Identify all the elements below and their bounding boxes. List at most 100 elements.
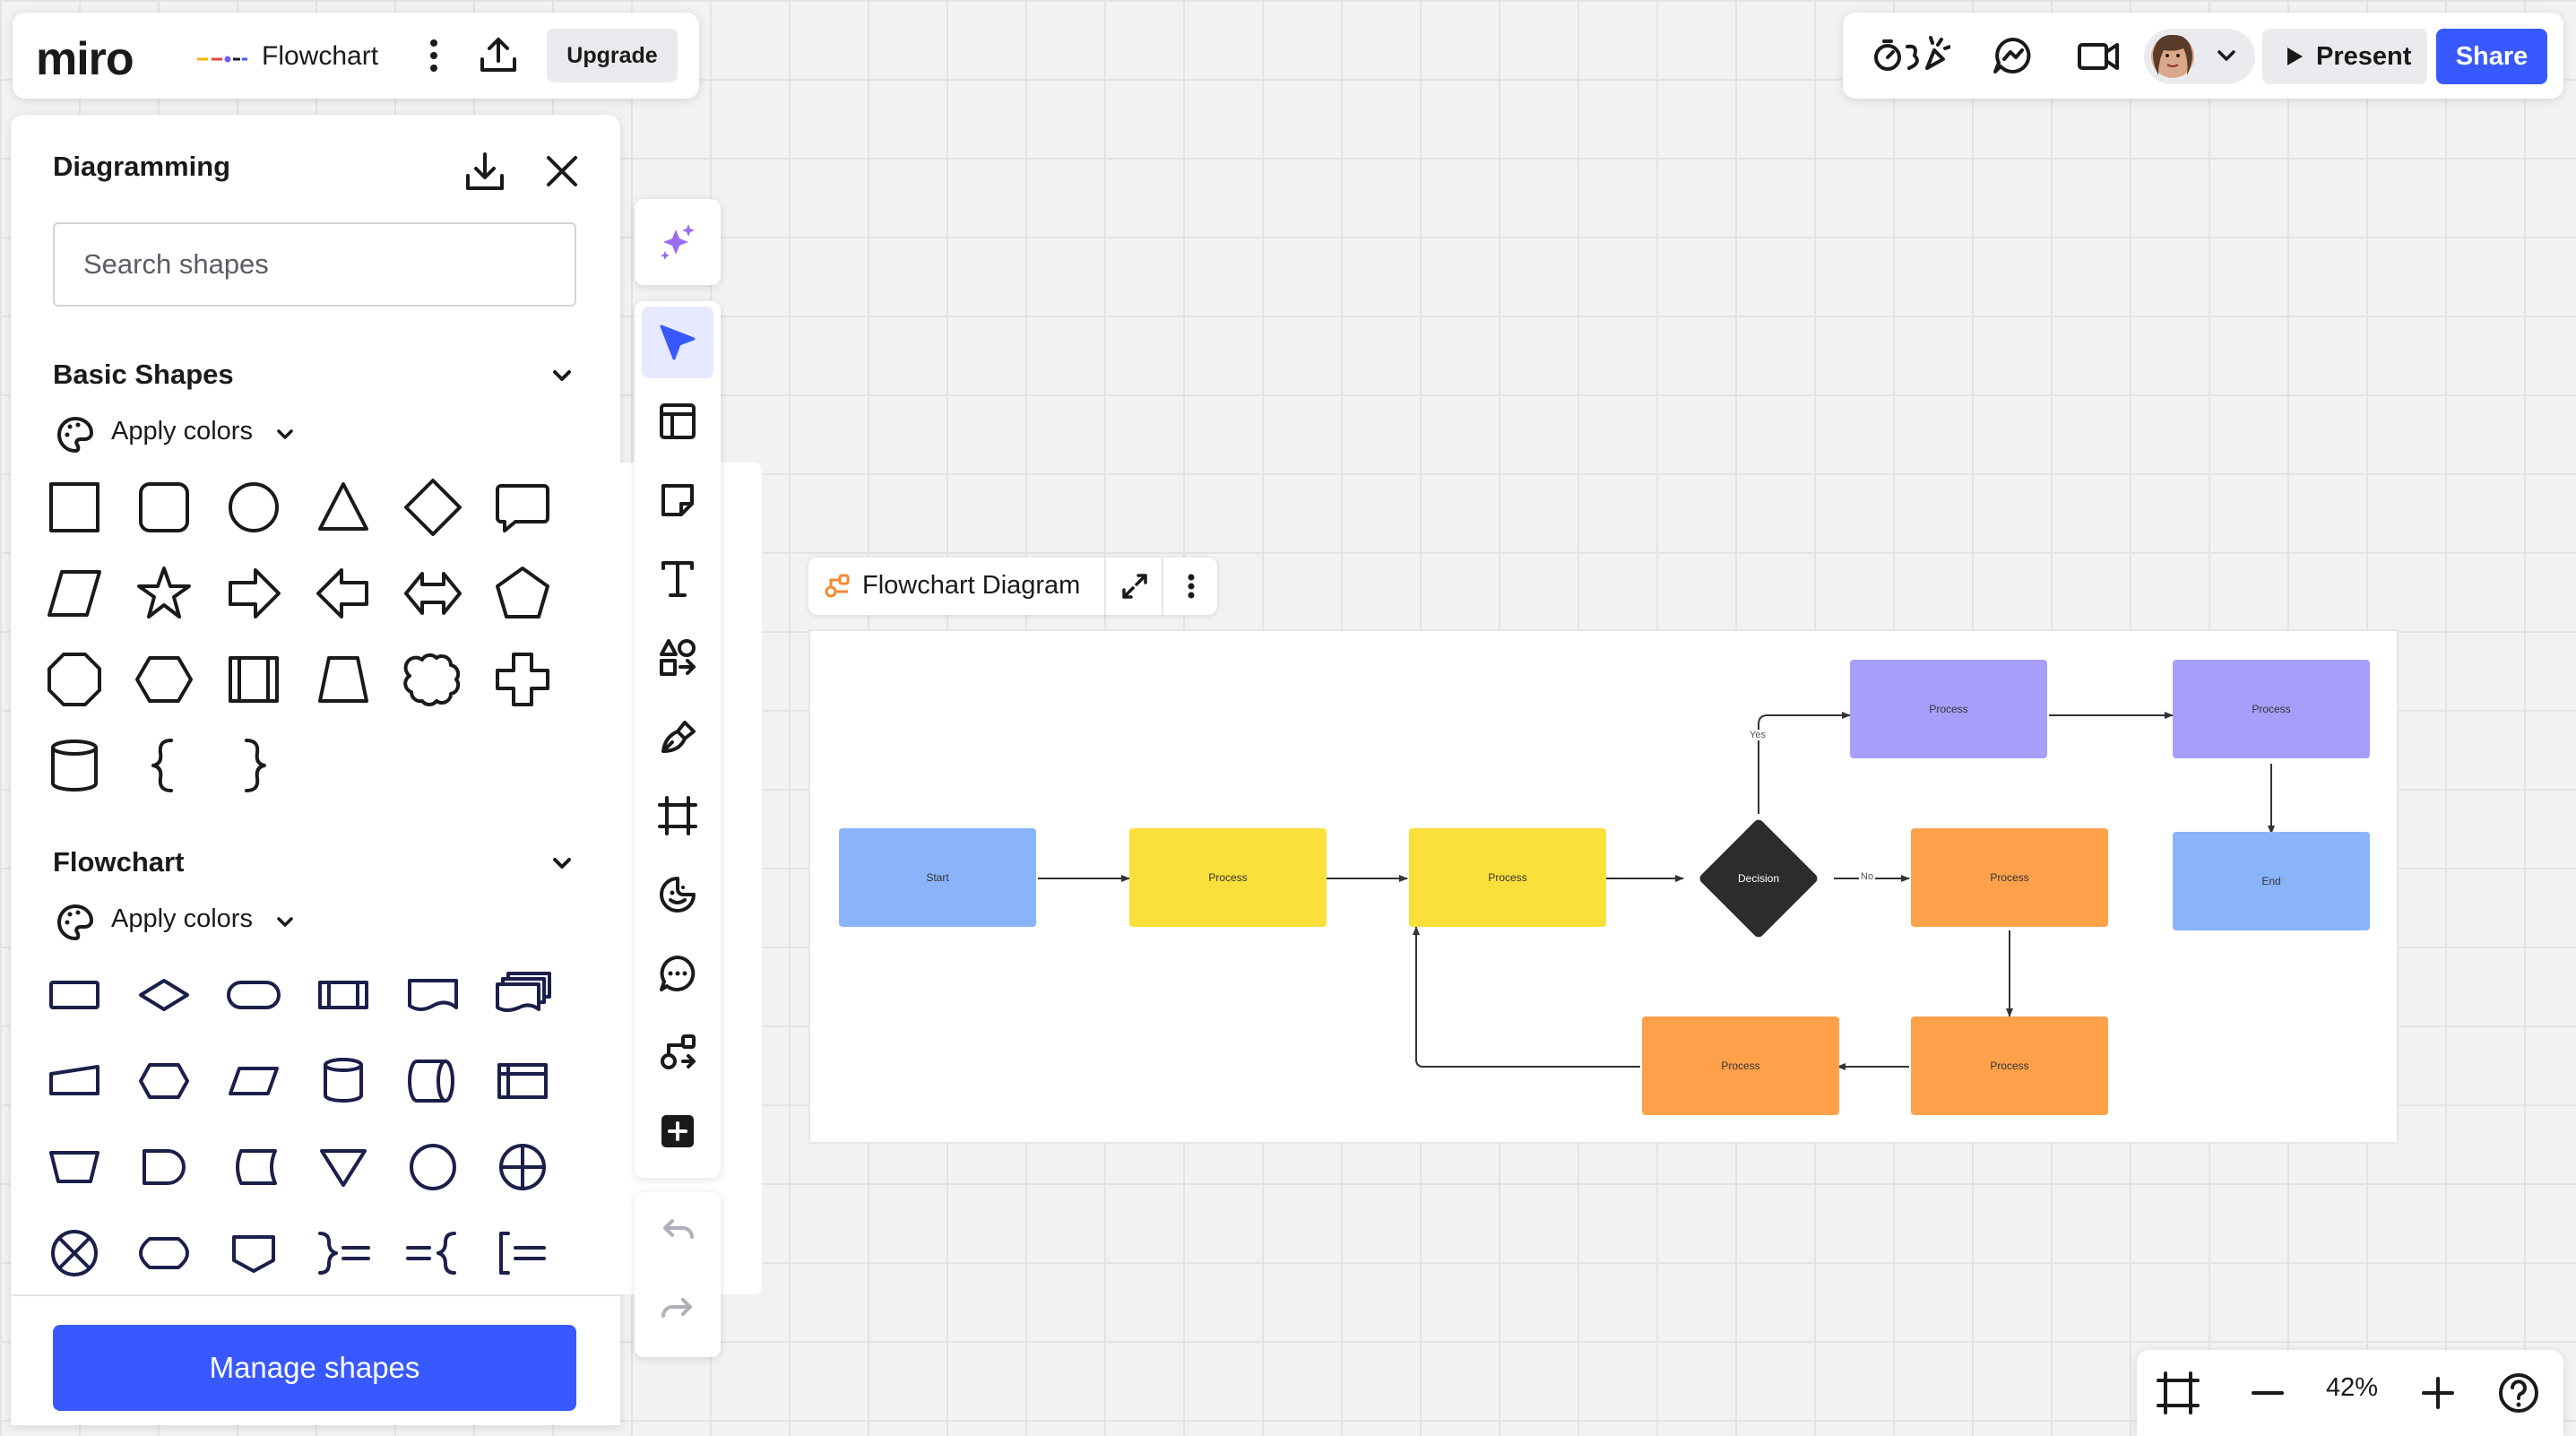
flowchart-connector-icon[interactable] bbox=[401, 1135, 465, 1199]
miro-logo[interactable]: miro bbox=[36, 33, 134, 85]
frame-tool-button[interactable] bbox=[642, 780, 713, 852]
text-tool-button[interactable] bbox=[642, 543, 713, 615]
close-panel-button[interactable] bbox=[538, 147, 586, 195]
zoom-in-button[interactable] bbox=[2413, 1368, 2463, 1418]
flowchart-node-process[interactable]: Process bbox=[1642, 1016, 1839, 1115]
flowchart-process-icon[interactable] bbox=[42, 963, 107, 1027]
flowchart-node-process[interactable]: Process bbox=[1911, 1016, 2108, 1115]
rectangle-shape-icon[interactable] bbox=[42, 475, 107, 540]
comment-tool-button[interactable] bbox=[642, 938, 713, 1009]
flowchart-node-decision[interactable]: Decision bbox=[1698, 817, 1820, 939]
trapezoid-shape-icon[interactable] bbox=[311, 647, 376, 712]
diagramming-tool-button[interactable] bbox=[642, 1016, 713, 1088]
collaborators-menu[interactable] bbox=[2144, 29, 2255, 84]
sticky-note-tool-button[interactable] bbox=[642, 464, 713, 536]
section-basic-shapes-title[interactable]: Basic Shapes bbox=[53, 359, 234, 390]
octagon-shape-icon[interactable] bbox=[42, 647, 107, 712]
rounded-rectangle-shape-icon[interactable] bbox=[132, 475, 196, 540]
flowchart-manual-operation-icon[interactable] bbox=[42, 1135, 107, 1199]
board-menu-button[interactable] bbox=[416, 36, 452, 75]
flowchart-preparation-icon[interactable] bbox=[132, 1049, 196, 1113]
flowchart-manual-input-icon[interactable] bbox=[42, 1049, 107, 1113]
pentagon-shape-icon[interactable] bbox=[490, 561, 555, 626]
search-shapes-input[interactable] bbox=[53, 222, 576, 307]
circle-shape-icon[interactable] bbox=[221, 475, 286, 540]
flowchart-stored-data-icon[interactable] bbox=[221, 1135, 286, 1199]
speech-bubble-shape-icon[interactable] bbox=[490, 475, 555, 540]
flowchart-node-process[interactable]: Process bbox=[1911, 828, 2108, 927]
flowchart-node-process[interactable]: Process bbox=[2173, 660, 2370, 758]
flowchart-node-end[interactable]: End bbox=[2173, 832, 2370, 930]
frame-title[interactable]: Flowchart Diagram bbox=[862, 571, 1081, 600]
share-button[interactable]: Share bbox=[2436, 29, 2547, 84]
stickers-tool-button[interactable] bbox=[642, 859, 713, 930]
ai-assist-button[interactable] bbox=[642, 206, 713, 278]
flowchart-internal-storage-icon[interactable] bbox=[490, 1049, 555, 1113]
flowchart-merge-icon[interactable] bbox=[311, 1135, 376, 1199]
more-tools-button[interactable] bbox=[642, 1095, 713, 1167]
download-button[interactable] bbox=[461, 147, 509, 195]
video-call-button[interactable] bbox=[2072, 29, 2126, 82]
help-button[interactable] bbox=[2494, 1368, 2544, 1418]
triangle-shape-icon[interactable] bbox=[311, 475, 376, 540]
present-button[interactable]: Present bbox=[2262, 29, 2427, 84]
manage-shapes-button[interactable]: Manage shapes bbox=[53, 1325, 576, 1411]
zoom-out-button[interactable] bbox=[2243, 1368, 2293, 1418]
flowchart-multi-document-icon[interactable] bbox=[490, 963, 555, 1027]
flowchart-decision-icon[interactable] bbox=[132, 963, 196, 1027]
star-shape-icon[interactable] bbox=[132, 561, 196, 626]
pen-tool-button[interactable] bbox=[642, 701, 713, 773]
flowchart-terminator-icon[interactable] bbox=[221, 963, 286, 1027]
diamond-shape-icon[interactable] bbox=[401, 475, 465, 540]
templates-tool-button[interactable] bbox=[642, 385, 713, 457]
undo-button[interactable] bbox=[642, 1196, 713, 1267]
flowchart-data-icon[interactable] bbox=[221, 1049, 286, 1113]
flowchart-comment-icon[interactable] bbox=[490, 1221, 555, 1285]
expand-frame-button[interactable] bbox=[1104, 558, 1163, 615]
flowchart-node-process[interactable]: Process bbox=[1409, 828, 1606, 927]
flowchart-summing-junction-icon[interactable] bbox=[42, 1221, 107, 1285]
apply-colors-flowchart[interactable]: Apply colors bbox=[56, 903, 293, 942]
flowchart-frame[interactable]: Start Process Process Decision Process P… bbox=[808, 629, 2399, 1144]
reactions-button[interactable] bbox=[1871, 29, 1950, 82]
flowchart-predefined-process-icon[interactable] bbox=[311, 963, 376, 1027]
flowchart-or-icon[interactable] bbox=[490, 1135, 555, 1199]
select-tool-button[interactable] bbox=[642, 307, 713, 378]
predefined-process-shape-icon[interactable] bbox=[221, 647, 286, 712]
hexagon-shape-icon[interactable] bbox=[132, 647, 196, 712]
chat-button[interactable] bbox=[1986, 29, 2040, 82]
cloud-shape-icon[interactable] bbox=[401, 647, 465, 712]
cylinder-shape-icon[interactable] bbox=[42, 733, 107, 798]
section-flowchart-title[interactable]: Flowchart bbox=[53, 846, 185, 878]
arrow-right-shape-icon[interactable] bbox=[221, 561, 286, 626]
frame-header[interactable]: Flowchart Diagram bbox=[808, 558, 1217, 615]
flowchart-display-icon[interactable] bbox=[132, 1221, 196, 1285]
chevron-down-icon[interactable] bbox=[549, 850, 575, 877]
frame-more-button[interactable] bbox=[1162, 558, 1219, 615]
flowchart-node-start[interactable]: Start bbox=[839, 828, 1036, 927]
parallelogram-shape-icon[interactable] bbox=[42, 561, 107, 626]
right-brace-shape-icon[interactable] bbox=[221, 733, 286, 798]
left-brace-shape-icon[interactable] bbox=[132, 733, 196, 798]
flowchart-annotation-left-icon[interactable] bbox=[401, 1221, 465, 1285]
flowchart-node-process[interactable]: Process bbox=[1129, 828, 1327, 927]
board-name[interactable]: Flowchart bbox=[262, 41, 379, 71]
chevron-down-icon[interactable] bbox=[549, 362, 575, 389]
apply-colors-basic[interactable]: Apply colors bbox=[56, 415, 293, 454]
redo-button[interactable] bbox=[642, 1275, 713, 1346]
flowchart-off-page-connector-icon[interactable] bbox=[221, 1221, 286, 1285]
export-button[interactable] bbox=[477, 34, 520, 77]
zoom-level[interactable]: 42% bbox=[2325, 1373, 2379, 1402]
cross-shape-icon[interactable] bbox=[490, 647, 555, 712]
flowchart-database-icon[interactable] bbox=[311, 1049, 376, 1113]
flowchart-annotation-right-icon[interactable] bbox=[311, 1221, 376, 1285]
double-arrow-shape-icon[interactable] bbox=[401, 561, 465, 626]
fit-to-screen-button[interactable] bbox=[2153, 1368, 2203, 1418]
flowchart-delay-icon[interactable] bbox=[132, 1135, 196, 1199]
upgrade-button[interactable]: Upgrade bbox=[547, 29, 678, 82]
flowchart-direct-access-storage-icon[interactable] bbox=[401, 1049, 465, 1113]
flowchart-document-icon[interactable] bbox=[401, 963, 465, 1027]
shapes-tool-button[interactable] bbox=[642, 622, 713, 694]
arrow-left-shape-icon[interactable] bbox=[311, 561, 376, 626]
flowchart-node-process[interactable]: Process bbox=[1850, 660, 2047, 758]
